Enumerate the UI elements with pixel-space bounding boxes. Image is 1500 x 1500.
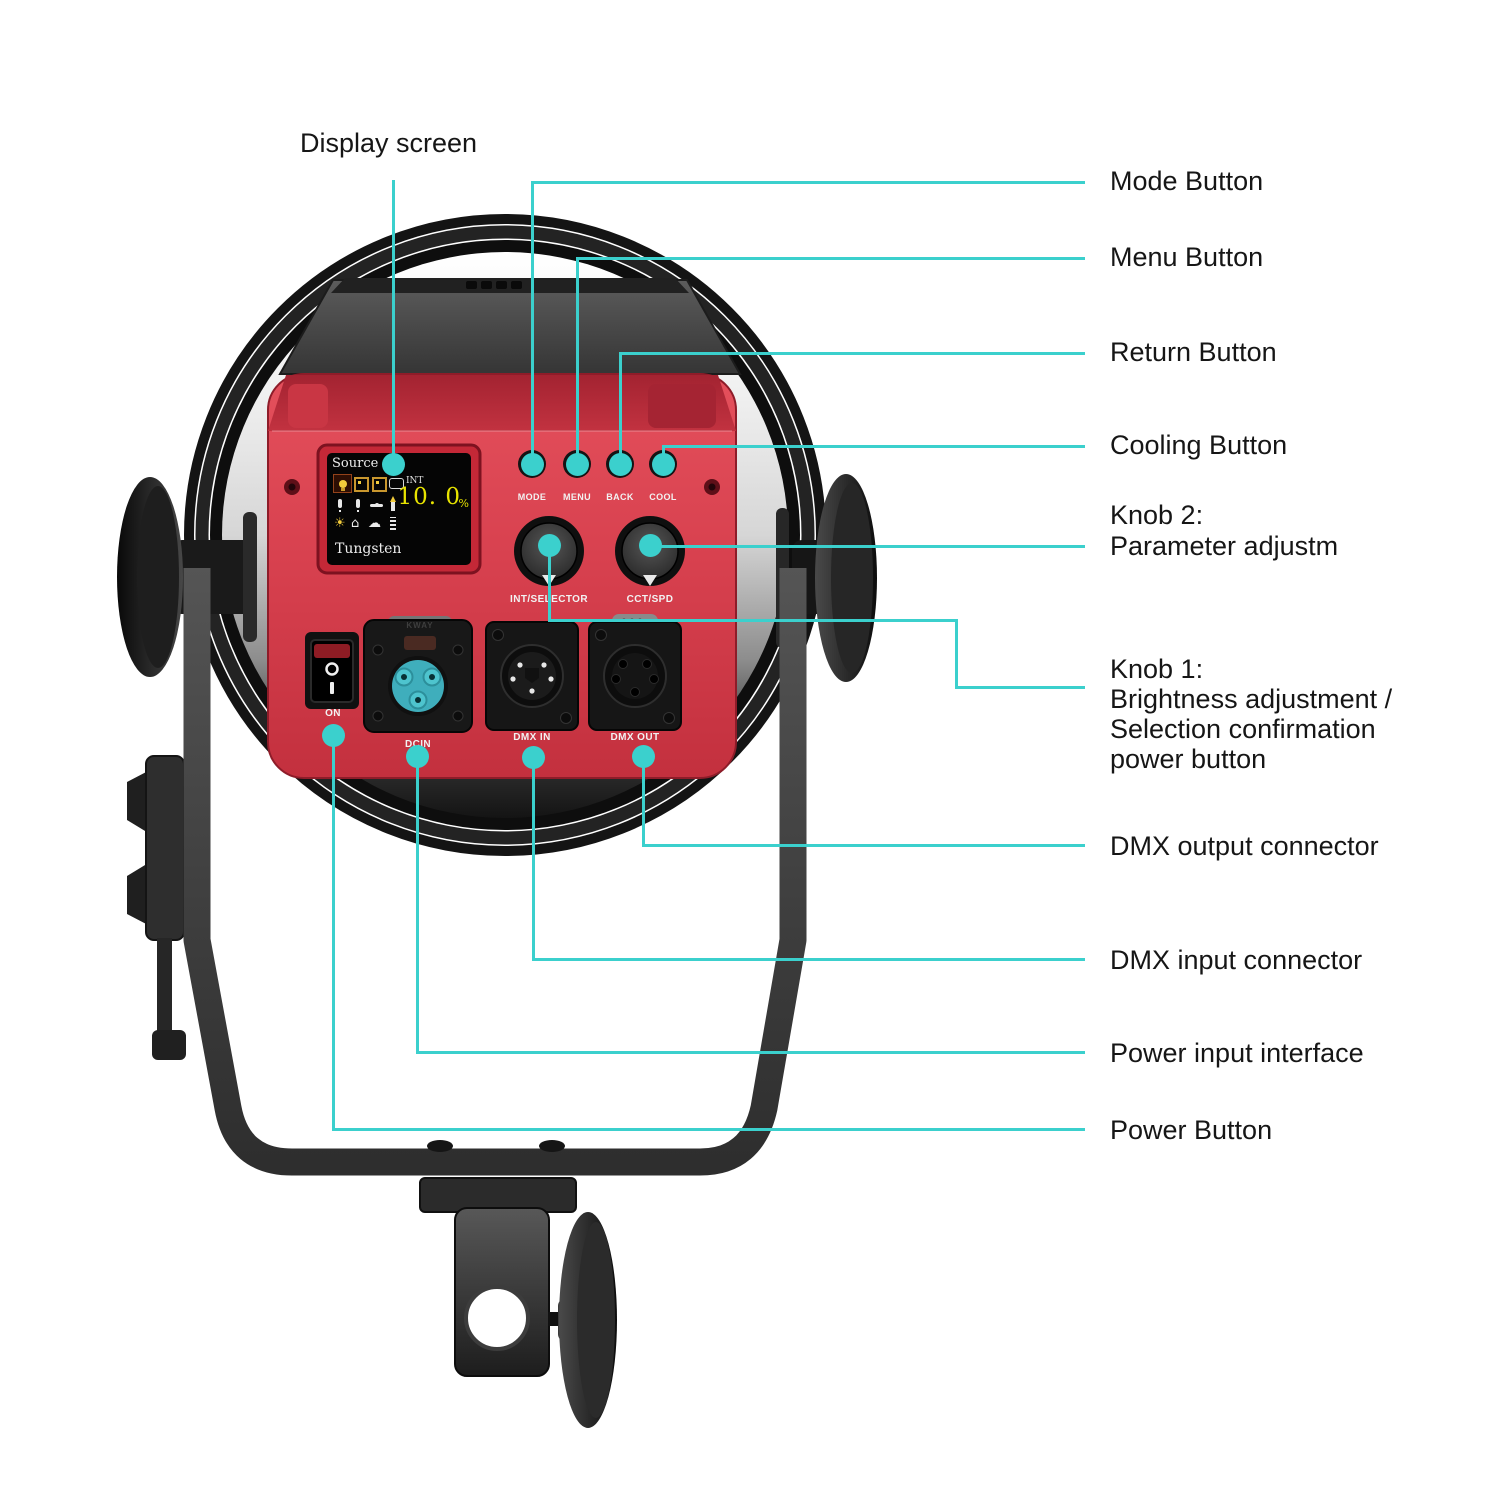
switch-off-symbol — [325, 662, 339, 676]
dmx-out-connector — [588, 614, 682, 731]
dc-input-connector — [363, 616, 473, 733]
screen-int-label: INT — [406, 476, 424, 486]
top-vent-slots — [466, 281, 522, 289]
switch-on-symbol — [330, 682, 334, 694]
annotation-knob1-line1: Knob 1: — [1110, 654, 1204, 684]
callout-dot-dmx-out — [632, 745, 655, 768]
bulb-icon — [333, 474, 352, 493]
callout-dot-cool — [652, 453, 675, 476]
dmx-in-label: DMX IN — [513, 732, 551, 743]
cfl-coil-icon — [390, 517, 396, 530]
annotation-menu-button: Menu Button — [1110, 242, 1264, 272]
back-button-label: BACK — [606, 492, 634, 502]
callout-dot-mode — [521, 453, 544, 476]
callout-dot-back — [609, 453, 632, 476]
callout-dot-knob2 — [639, 534, 662, 557]
dcin-label: DCIN — [405, 739, 431, 750]
cloud-icon: ☁ — [368, 516, 381, 531]
screen-intensity-unit: % — [458, 497, 469, 510]
dmx-out-label: DMX OUT — [610, 732, 660, 743]
callout-dot-power — [322, 724, 345, 747]
annotation-knob1-line3: Selection confirmation — [1110, 714, 1376, 744]
stand-mount — [419, 1177, 617, 1428]
screen-footer: Tungsten — [335, 541, 402, 557]
annotation-power-input: Power input interface — [1110, 1038, 1364, 1068]
annotation-cooling-button: Cooling Button — [1110, 430, 1288, 460]
top-housing — [278, 278, 742, 375]
callout-dot-dcin — [406, 745, 429, 768]
menu-button-label: MENU — [562, 492, 592, 502]
annotation-return-button: Return Button — [1110, 337, 1277, 367]
softbox-icon — [372, 477, 387, 492]
annotation-display-screen: Display screen — [300, 128, 478, 158]
callout-dot-knob1 — [538, 534, 561, 557]
callout-dot-menu — [566, 453, 589, 476]
stick-icon — [370, 503, 383, 507]
tube-icon — [338, 499, 342, 512]
lcd-screen-content: Source INT 10. 0 % ☀ ⌂ ☁ Tungsten — [327, 453, 471, 565]
sun-icon: ☀ — [334, 516, 346, 531]
cool-button-label: COOL — [649, 492, 677, 502]
annotation-knob1: Knob 1: Brightness adjustment / Selectio… — [1110, 654, 1392, 774]
umbrella-hole — [464, 1285, 530, 1351]
annotation-knob1-line2: Brightness adjustment / — [1110, 684, 1393, 714]
callout-dot-dmx-in — [522, 746, 545, 769]
annotation-knob2-line2: Parameter adjustm — [1110, 531, 1339, 561]
house-icon: ⌂ — [351, 516, 360, 531]
callout-dot-display — [382, 453, 405, 476]
power-switch — [305, 632, 359, 709]
annotation-dmx-input: DMX input connector — [1110, 945, 1363, 975]
candle-icon — [390, 496, 396, 511]
annotation-dmx-output: DMX output connector — [1110, 831, 1379, 861]
right-yoke-knob — [776, 474, 877, 682]
power-switch-label: ON — [325, 708, 341, 719]
softbox-icon — [354, 477, 369, 492]
hand-icon — [389, 478, 404, 489]
screen-header: Source — [332, 456, 379, 471]
annotation-knob2-line1: Knob 2: — [1110, 500, 1204, 530]
cct-spd-label: CCT/SPD — [626, 594, 674, 605]
annotation-power-button: Power Button — [1110, 1115, 1273, 1145]
annotation-knob2: Knob 2: Parameter adjustm — [1110, 500, 1338, 562]
annotation-knob1-line4: power button — [1110, 744, 1267, 774]
battery-bracket — [127, 755, 186, 1060]
yoke-frame — [183, 568, 807, 1176]
dmx-in-connector — [485, 621, 579, 731]
mode-button-label: MODE — [517, 492, 547, 502]
annotation-mode-button: Mode Button — [1110, 166, 1264, 196]
tube-icon — [356, 499, 360, 512]
screen-intensity-value: 10. 0 — [397, 484, 461, 510]
dc-tab-label: KWAY — [406, 621, 434, 630]
